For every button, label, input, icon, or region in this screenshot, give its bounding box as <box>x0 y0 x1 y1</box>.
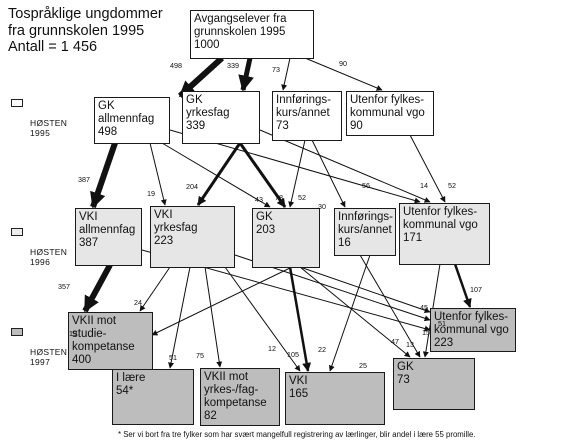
flow-value-top-to-uf95: 90 <box>339 59 347 68</box>
flow-value-gk_a-to-vki_a: 387 <box>78 175 90 184</box>
flow-value-top-to-gk_y: 339 <box>227 61 239 70</box>
year-text-1995: HØSTEN 1995 <box>30 118 68 138</box>
node-gk-1997: GK 73 <box>393 358 475 410</box>
flow-value-uf95-to-uf96: 52 <box>448 181 456 190</box>
node-vkii-yrkeskompetanse-1997: VKII mot yrkes-/fag- kompetanse 82 <box>200 368 280 426</box>
legend-swatch-white <box>11 99 23 107</box>
node-utenfor-vgo-1995: Utenfor fylkes- kommunal vgo 90 <box>346 91 434 136</box>
flow-arrow-gk_a-to-vki_y <box>149 142 167 206</box>
flow-arrow-vki_y-to-vkii_y <box>204 266 223 368</box>
node-utenfor-vgo-1997: Utenfor fylkes- kommunal vgo 223 <box>430 308 516 352</box>
flow-value-vki_y-to-vkii_y: 75 <box>196 351 204 360</box>
flow-arrow-gk_y-to-vki_y <box>196 142 242 206</box>
flow-arrow-top-to-inn95 <box>281 57 291 91</box>
flow-value-gk96-to-vki97: 105 <box>287 350 299 359</box>
flow-value-gk_a-to-gk96: 43 <box>255 195 263 204</box>
flow-arrow-vki_y-to-vki97 <box>224 266 301 372</box>
flow-arrow-top-to-gk_y <box>238 57 254 92</box>
flow-value-gk_a-to-vki_y: 19 <box>147 189 155 198</box>
flow-value-gk_y-to-vki_y: 204 <box>186 182 198 191</box>
node-vki-yrkesfag-1996: VKI yrkesfag 223 <box>150 206 235 268</box>
flow-arrow-gk_y-to-gk96 <box>238 142 287 208</box>
flow-arrow-gk_a-to-vki_a <box>90 142 118 209</box>
legend-swatch-dark <box>11 328 23 336</box>
flow-value-uf96-to-uf97: 107 <box>470 285 482 294</box>
legend-swatch-light <box>11 228 23 236</box>
node-i-laere-1997: I lære 54* <box>112 369 194 425</box>
flow-value-uf96-to-gk97: 13 <box>406 340 414 349</box>
flow-value-vki_y-to-vkii_s: 24 <box>134 298 142 307</box>
flow-value-gk96-to-gk97: 25 <box>359 361 367 370</box>
node-innforingskurs-1995: Innførings- kurs/annet 73 <box>272 91 342 141</box>
flow-arrow-inn95-to-inn96 <box>311 139 346 208</box>
flow-value-inn95-to-gk96: 52 <box>298 193 306 202</box>
flow-value-inn95-to-inn96: 30 <box>318 202 326 211</box>
flow-arrow-gk96-to-vki97 <box>288 266 312 372</box>
flow-arrow-vki_y-to-vkii_s <box>139 266 171 312</box>
flow-value-top-to-inn95: 73 <box>272 65 280 74</box>
flow-arrow-inn96-to-vki97 <box>328 254 371 372</box>
year-label-1996: HØSTEN 1996 <box>11 227 68 267</box>
flow-value-vki_a-to-uf97: 15 <box>422 328 430 337</box>
flow-value-top-to-gk_a: 498 <box>170 61 182 70</box>
node-vkii-studiekompetanse-1997: VKII mot studie- kompetanse 400 <box>68 312 153 370</box>
flow-arrow-top-to-gk_a <box>177 55 225 99</box>
flow-arrow-gk96-to-gk97 <box>299 266 411 358</box>
flow-arrow-vki_a-to-vkii_s <box>82 263 113 313</box>
year-text-1996: HØSTEN 1996 <box>30 247 68 267</box>
flow-arrow-uf95-to-uf96 <box>409 134 446 203</box>
flow-arrow-gk96-to-uf97 <box>299 266 431 314</box>
year-text-1997: HØSTEN 1997 <box>30 347 68 367</box>
flow-value-gk_y-to-uf96: 14 <box>420 181 428 190</box>
flow-value-vki_y-to-uf97: 51 <box>438 319 446 328</box>
diagram-title: Tospråklige ungdommer fra grunnskolen 19… <box>8 6 163 55</box>
node-gk-1996: GK 203 <box>252 208 320 268</box>
flow-arrow-inn96-to-gk97 <box>359 254 421 358</box>
flow-arrow-uf96-to-uf97 <box>453 263 472 308</box>
flow-value-inn96-to-vki97: 22 <box>318 345 326 354</box>
year-label-1997: HØSTEN 1997 <box>11 327 68 367</box>
flow-value-vki_y-to-laere: 51 <box>169 353 177 362</box>
flow-arrow-gk_a-to-gk96 <box>161 142 271 208</box>
node-gk-yrkesfag-1995: GK yrkesfag 339 <box>182 91 260 144</box>
node-utenfor-vgo-1996: Utenfor fylkes- kommunal vgo 171 <box>399 203 490 265</box>
flow-arrow-inn95-to-gk96 <box>288 139 306 208</box>
flow-value-gk_a-to-uf96: 56 <box>362 181 370 190</box>
flow-arrow-gk96-to-vkii_s <box>151 267 291 336</box>
flow-value-vki_y-to-vki97: 12 <box>268 344 276 353</box>
node-innforingskurs-1996: Innførings- kurs/annet 16 <box>334 208 396 256</box>
flow-value-inn96-to-gk97: 47 <box>391 337 399 346</box>
flow-value-gk_y-to-gk96: 78 <box>275 193 283 202</box>
node-vki-allmennfag-1996: VKI allmennfag 387 <box>75 208 142 266</box>
flow-arrow-top-to-uf95 <box>304 57 383 91</box>
flow-arrow-vki_y-to-laere <box>168 266 191 369</box>
flow-arrow-gk_y-to-uf96 <box>259 129 431 203</box>
node-vki-1997: VKI 165 <box>285 372 385 425</box>
year-label-1995: HØSTEN 1995 <box>11 98 68 138</box>
node-gk-allmennfag-1995: GK allmennfag 498 <box>94 97 170 144</box>
flow-value-gk96-to-vkii_s: 19 <box>69 329 77 338</box>
node-graduates-1995: Avgangselever fra grunnskolen 1995 1000 <box>190 10 314 59</box>
flow-value-gk96-to-uf97: 45 <box>420 303 428 312</box>
footnote: * Ser vi bort fra tre fylker som har svæ… <box>118 430 476 439</box>
flow-value-vki_a-to-vkii_s: 357 <box>58 282 70 291</box>
